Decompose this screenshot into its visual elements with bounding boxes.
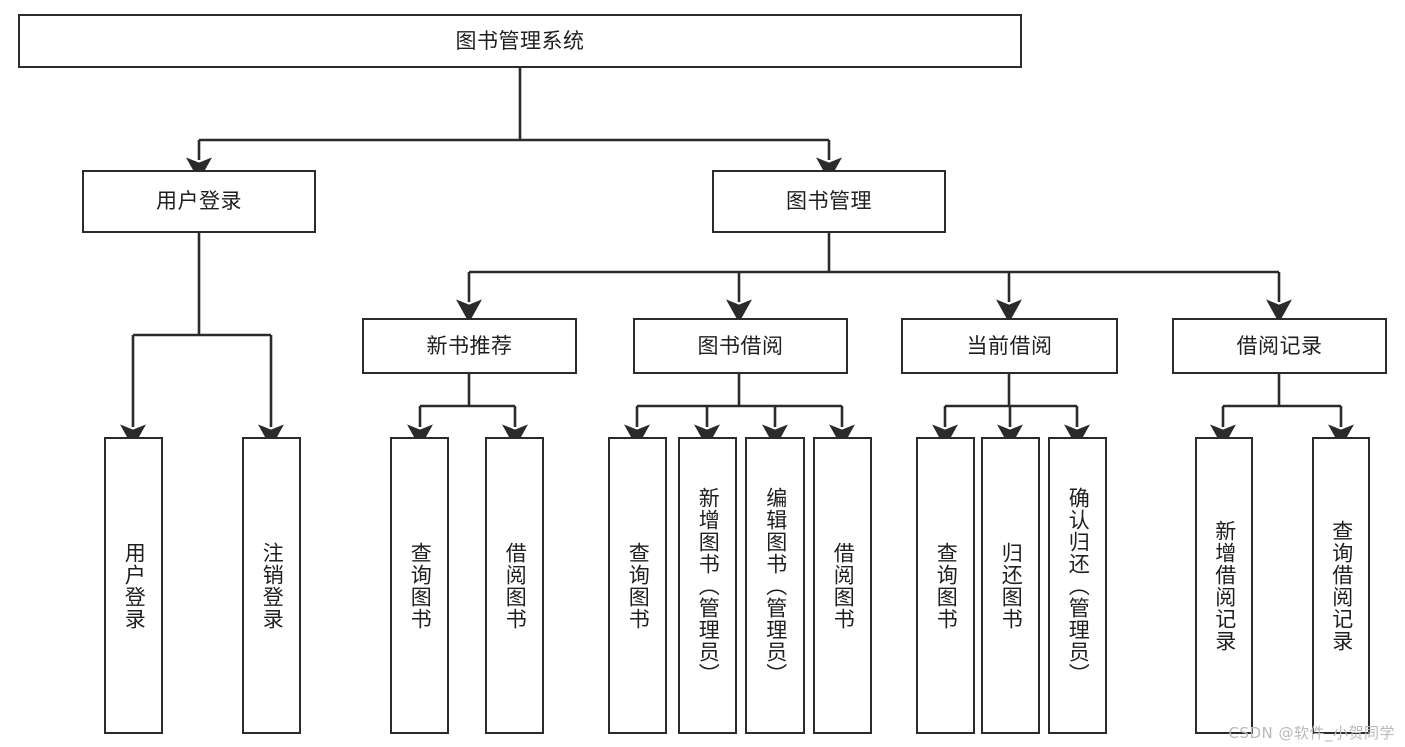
- node-label: 查询图书: [626, 541, 651, 630]
- node-label: 新书推荐: [426, 333, 513, 358]
- node-label: 借阅图书: [831, 541, 856, 630]
- node-label: 查询图书: [408, 541, 433, 630]
- leaf-newbook-borrow-book[interactable]: 借阅图书: [485, 437, 544, 734]
- leaf-current-query-book[interactable]: 查询图书: [916, 437, 975, 734]
- node-label: 图书管理系统: [455, 28, 585, 53]
- node-label: 借阅图书: [503, 541, 528, 630]
- leaf-record-add-record[interactable]: 新增借阅记录: [1195, 437, 1253, 734]
- node-label: 查询借阅记录: [1329, 519, 1354, 652]
- node-label: 编辑图书（管理员）: [763, 486, 788, 685]
- leaf-user-logout[interactable]: 注销登录: [242, 437, 301, 734]
- leaf-current-return-book[interactable]: 归还图书: [981, 437, 1040, 734]
- node-book-borrow[interactable]: 图书借阅: [633, 318, 848, 374]
- leaf-borrow-query-book[interactable]: 查询图书: [608, 437, 667, 734]
- node-label: 图书借阅: [697, 333, 784, 358]
- node-label: 用户登录: [122, 541, 147, 630]
- node-user-login[interactable]: 用户登录: [82, 170, 316, 233]
- node-label: 确认归还（管理员）: [1066, 486, 1091, 685]
- node-label: 新增图书（管理员）: [696, 486, 721, 685]
- leaf-borrow-borrow-book[interactable]: 借阅图书: [813, 437, 872, 734]
- leaf-newbook-query-book[interactable]: 查询图书: [390, 437, 449, 734]
- node-label: 图书管理: [786, 189, 872, 214]
- node-label: 注销登录: [260, 541, 285, 630]
- node-label: 查询图书: [934, 541, 959, 630]
- node-label: 借阅记录: [1236, 333, 1323, 358]
- node-label: 当前借阅: [966, 333, 1053, 358]
- node-current-borrow[interactable]: 当前借阅: [901, 318, 1118, 374]
- node-label: 新增借阅记录: [1212, 519, 1237, 652]
- node-book-management[interactable]: 图书管理: [712, 170, 946, 233]
- node-label: 用户登录: [156, 189, 242, 214]
- leaf-borrow-edit-book[interactable]: 编辑图书（管理员）: [745, 437, 805, 734]
- watermark: CSDN @软件_小贺同学: [1228, 724, 1395, 742]
- node-label: 归还图书: [999, 541, 1024, 630]
- leaf-record-query-record[interactable]: 查询借阅记录: [1312, 437, 1370, 734]
- leaf-borrow-add-book[interactable]: 新增图书（管理员）: [678, 437, 737, 734]
- leaf-user-login[interactable]: 用户登录: [104, 437, 163, 734]
- node-root-system[interactable]: 图书管理系统: [18, 14, 1022, 68]
- node-new-book-recommend[interactable]: 新书推荐: [362, 318, 577, 374]
- leaf-current-confirm-return[interactable]: 确认归还（管理员）: [1048, 437, 1107, 734]
- node-borrow-record[interactable]: 借阅记录: [1172, 318, 1387, 374]
